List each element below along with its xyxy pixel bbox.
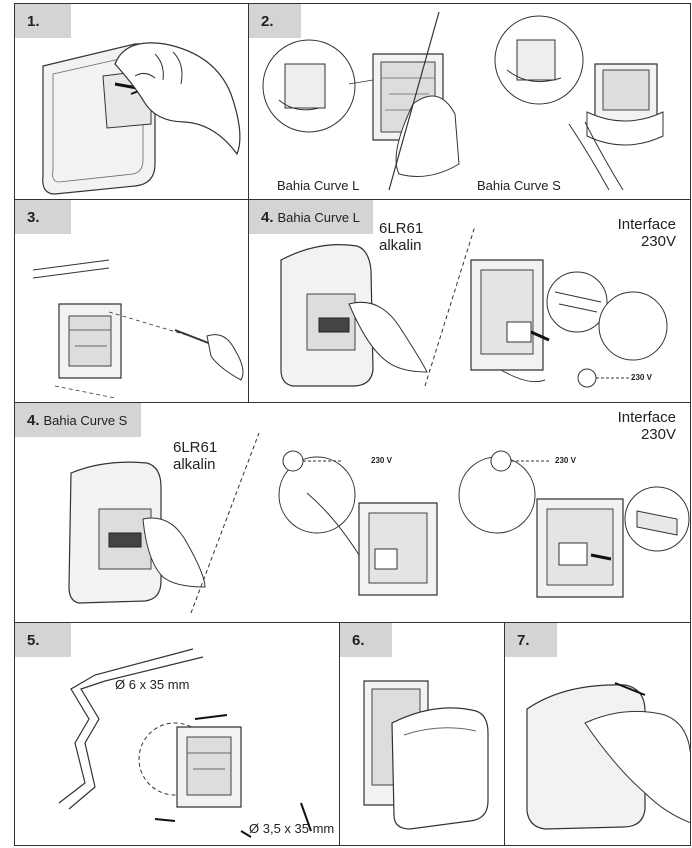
step-6-illustration <box>340 623 505 846</box>
drill-small-label: Ø 3,5 x 35 mm <box>249 821 334 836</box>
battery-label: 6LR61 alkalin <box>379 220 423 254</box>
step-4-s-illustration <box>15 403 691 623</box>
panel-step-6: 6. <box>339 622 505 846</box>
panel-step-4-curve-l: 4.Bahia Curve L 6LR61 alkalin Interface … <box>248 199 691 403</box>
battery-label: 6LR61 alkalin <box>173 439 217 473</box>
bahia-curve-s-label: Bahia Curve S <box>477 178 561 193</box>
step-7-illustration <box>505 623 691 846</box>
interface-label: Interface 230V <box>618 409 676 443</box>
voltage-label: 230 V <box>631 373 652 382</box>
panel-step-4-curve-s: 4.Bahia Curve S 6LR61 alkalin Interface … <box>14 402 691 623</box>
interface-label: Interface 230V <box>618 216 676 250</box>
step-1-illustration <box>15 4 249 200</box>
drill-large-label: Ø 6 x 35 mm <box>115 677 189 692</box>
voltage-label-a: 230 V <box>371 456 392 465</box>
step-5-illustration <box>15 623 340 846</box>
step-2-illustration <box>249 4 691 200</box>
bahia-curve-l-label: Bahia Curve L <box>277 178 359 193</box>
step-3-illustration <box>15 200 249 403</box>
panel-step-1: 1. <box>14 3 249 200</box>
panel-step-7: 7. <box>504 622 691 846</box>
panel-step-5: 5. Ø 6 x 35 mm Ø 3,5 x 35 mm <box>14 622 340 846</box>
voltage-label-b: 230 V <box>555 456 576 465</box>
panel-step-3: 3. <box>14 199 249 403</box>
panel-step-2: 2. Bahia Curve L Bahia Curve S <box>248 3 691 200</box>
